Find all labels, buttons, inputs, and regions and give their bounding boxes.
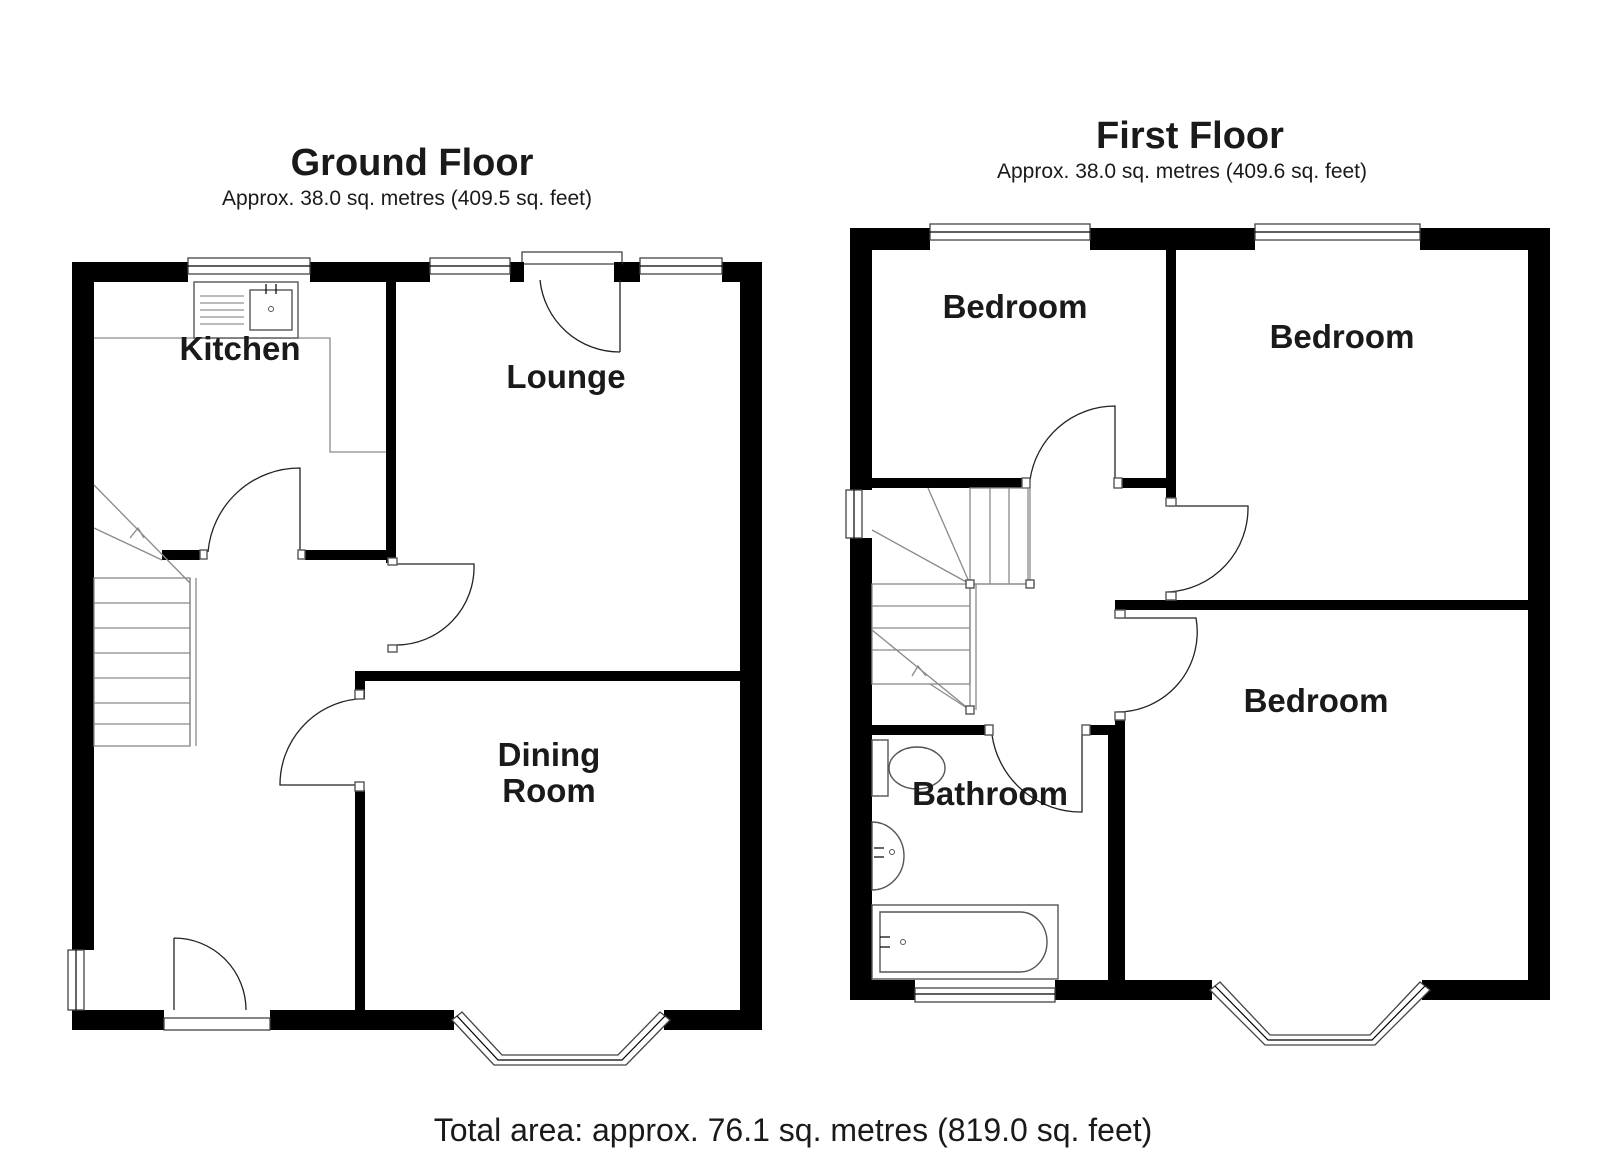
gf-wall-kitchen-hall-left xyxy=(162,550,200,560)
toilet-icon xyxy=(871,739,946,797)
ff-bed1-door xyxy=(1029,405,1116,481)
ff-wall-right xyxy=(1528,228,1550,1000)
first-floor-area: Approx. 38.0 sq. metres (409.6 sq. feet) xyxy=(997,160,1367,183)
room-label-bedroom-2: Bedroom xyxy=(1270,318,1415,355)
gf-lounge-door xyxy=(395,563,475,646)
room-label-kitchen: Kitchen xyxy=(179,330,300,367)
room-label-bedroom-1: Bedroom xyxy=(943,288,1088,325)
gf-wall-lounge-dining xyxy=(355,671,742,681)
first-floor-title: First Floor xyxy=(1096,115,1284,157)
gf-wall-hall-dining xyxy=(355,790,365,1012)
ground-floor-plan xyxy=(67,251,762,1066)
ground-floor-title: Ground Floor xyxy=(291,142,534,184)
ff-bed3-door xyxy=(1116,617,1198,713)
ff-bath-window xyxy=(914,987,1056,1003)
ground-floor-area: Approx. 38.0 sq. metres (409.5 sq. feet) xyxy=(222,187,592,210)
gf-stairs xyxy=(93,484,197,747)
gf-kitchen-door xyxy=(207,467,301,553)
ff-wall-bed3-left xyxy=(1115,720,1125,980)
bath-icon xyxy=(871,904,1059,980)
ff-wall-bath-top-right xyxy=(1090,725,1124,735)
room-label-lounge: Lounge xyxy=(506,358,625,395)
ff-wall-bed1-bottom xyxy=(870,478,1030,488)
room-label-bathroom: Bathroom xyxy=(912,775,1068,812)
ff-bath-door xyxy=(991,734,1083,813)
gf-wall-kitchen-lounge xyxy=(386,280,396,563)
gf-front-door xyxy=(173,937,247,1011)
total-area: Total area: approx. 76.1 sq. metres (819… xyxy=(434,1112,1153,1148)
gf-wall-hall-dining-top xyxy=(355,671,365,699)
room-label-bedroom-3: Bedroom xyxy=(1244,682,1389,719)
washbasin-icon xyxy=(871,821,905,891)
gf-lounge-front-door xyxy=(539,279,621,353)
ff-wall-bath-top xyxy=(870,725,985,735)
gf-wall-left xyxy=(72,262,94,1030)
ff-wall-bed1-landing xyxy=(1122,478,1174,488)
ff-bed2-door xyxy=(1167,505,1249,593)
ff-stairs xyxy=(871,487,1035,715)
ff-bay-window xyxy=(1209,981,1431,1046)
room-label-dining: Dining xyxy=(498,736,601,773)
gf-wall-kitchen-hall-right xyxy=(305,550,395,560)
gf-dining-door xyxy=(279,698,358,786)
ff-wall-bed2-bottom xyxy=(1115,600,1530,610)
ff-wall-left xyxy=(850,228,872,1000)
gf-wall-right xyxy=(740,262,762,1030)
room-label-dining-room: Room xyxy=(502,772,596,809)
ff-wall-bed1-bed2 xyxy=(1166,248,1176,498)
first-floor-plan xyxy=(845,223,1550,1046)
ff-wall-bath-right xyxy=(1108,725,1118,980)
gf-bay-window xyxy=(451,1011,671,1066)
